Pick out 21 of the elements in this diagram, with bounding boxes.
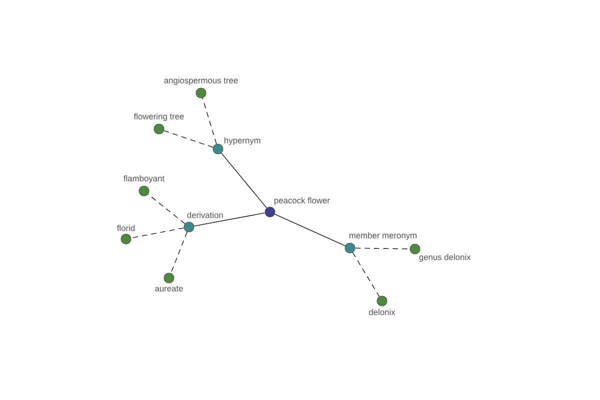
connector-line [202, 98, 217, 144]
node-label: flowering tree [134, 113, 184, 122]
node-label: delonix [369, 308, 396, 316]
node-label: peacock flower [274, 197, 330, 206]
connector-line [148, 194, 186, 224]
node-label: hypernym [224, 137, 260, 146]
connector-line [164, 130, 214, 148]
connector-line [274, 214, 346, 246]
node-label: florid [117, 224, 135, 232]
node-label: angiospermous tree [164, 77, 238, 86]
node-label: aureate [155, 286, 183, 292]
connector-line [194, 212, 266, 226]
connector-line [354, 248, 410, 250]
node-label: member meronym [350, 232, 417, 240]
connector-line [130, 228, 184, 238]
connector-line [352, 252, 380, 297]
connector-line [170, 232, 188, 274]
node-label: flamboyant [124, 175, 164, 184]
connector-line [221, 152, 267, 208]
node-label: genus delonix [419, 254, 471, 262]
node-label: derivation [187, 212, 223, 218]
